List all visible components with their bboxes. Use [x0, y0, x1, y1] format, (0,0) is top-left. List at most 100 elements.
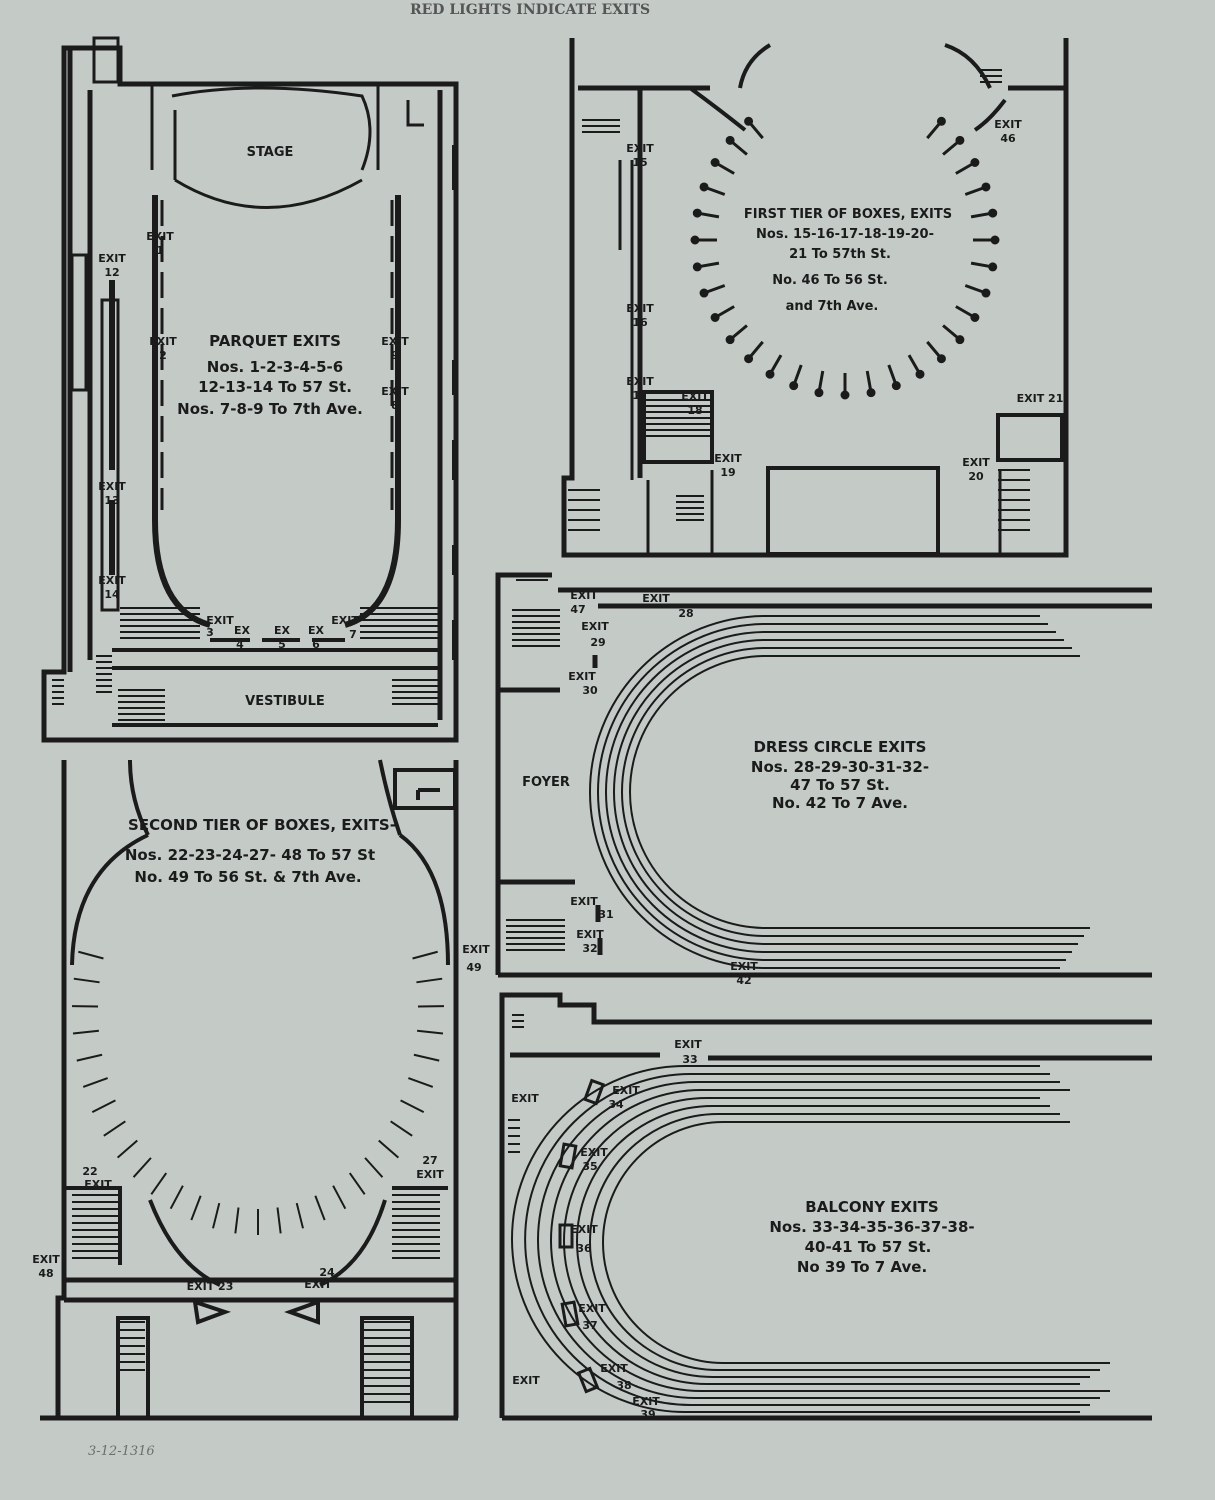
first-tier-line-1: Nos. 15-16-17-18-19-20-: [756, 227, 934, 242]
exit-number: 5: [278, 638, 286, 651]
exit-number: 3: [206, 626, 214, 639]
exit-number: 6: [312, 638, 320, 651]
exit-number: 12: [104, 266, 119, 279]
exit-label: EXIT: [576, 928, 604, 941]
exit-label: EXIT: [206, 614, 234, 627]
exit-number: 42: [736, 974, 751, 987]
exit-label: EX: [274, 624, 291, 637]
exit-number: 15: [632, 156, 647, 169]
exit-number: 22: [82, 1165, 97, 1178]
first-tier-plan: FIRST TIER OF BOXES, EXITS Nos. 15-16-17…: [561, 38, 1069, 558]
exit-label: EXIT: [612, 1084, 640, 1097]
parquet-line-1: Nos. 1-2-3-4-5-6: [207, 358, 343, 376]
exit-number: 37: [582, 1319, 597, 1332]
exit-number: 36: [576, 1242, 592, 1255]
balcony-line-2: 40-41 To 57 St.: [805, 1238, 932, 1256]
exit-label: EXIT: [568, 670, 596, 683]
exit-number: 7: [349, 628, 357, 641]
exit-label: EXIT: [84, 1178, 112, 1191]
second-tier-line-2: No. 49 To 56 St. & 7th Ave.: [134, 868, 361, 886]
balcony-line-3: No 39 To 7 Ave.: [797, 1258, 927, 1276]
exit-number: 17: [632, 389, 647, 402]
exit-label: EXIT: [304, 1278, 332, 1291]
exit-number: 34: [608, 1098, 624, 1111]
exit-label: EXIT 23: [187, 1280, 234, 1293]
exit-label: EXIT: [570, 1223, 598, 1236]
exit-number: 48: [38, 1267, 53, 1280]
first-tier-title: FIRST TIER OF BOXES, EXITS: [744, 207, 952, 222]
exit-label: EXIT: [381, 385, 409, 398]
exit-label: EXIT: [730, 960, 758, 973]
exit-label: EXIT: [632, 1395, 660, 1408]
exit-label: EXIT: [626, 302, 654, 315]
exit-label: EXIT: [98, 574, 126, 587]
exit-label: EXIT: [570, 895, 598, 908]
dress-circle-exit-labels: EXIT 47 EXIT 28 EXIT 29 EXIT 30 EXIT 31 …: [568, 589, 758, 987]
exit-number: 32: [582, 942, 597, 955]
exit-number: 30: [582, 684, 598, 697]
exit-label: EXIT: [600, 1362, 628, 1375]
exit-label: EXIT: [570, 589, 598, 602]
exit-label: EXIT: [331, 614, 359, 627]
exit-label: EXIT: [381, 335, 409, 348]
exit-number: 47: [570, 603, 585, 616]
exit-label: EXIT 21: [1017, 392, 1064, 405]
exit-number: 18: [687, 404, 702, 417]
exit-label: EXIT: [626, 375, 654, 388]
exit-number: 28: [678, 607, 693, 620]
exit-number: 29: [590, 636, 605, 649]
exit-number: 31: [598, 908, 613, 921]
exit-number: 39: [640, 1408, 655, 1421]
exit-number: 20: [968, 470, 984, 483]
exit-number: 38: [616, 1379, 631, 1392]
first-tier-line-2: 21 To 57th St.: [789, 247, 891, 262]
exit-label: EXIT: [674, 1038, 702, 1051]
header-text: RED LIGHTS INDICATE EXITS: [410, 2, 650, 18]
handwritten-note: 3-12-1316: [88, 1444, 155, 1459]
parquet-plan: STAGE VESTIBULE PARQUET EXITS Nos. 1-2-3…: [41, 36, 459, 743]
vestibule-label: VESTIBULE: [245, 694, 325, 709]
exit-label: EXIT: [578, 1302, 606, 1315]
second-tier-plan: SECOND TIER OF BOXES, EXITS- Nos. 22-23-…: [32, 759, 490, 1421]
exit-label: EXIT: [626, 142, 654, 155]
exit-number: 24: [319, 1266, 335, 1279]
exit-label: EXIT: [98, 252, 126, 265]
exit-label: EXIT: [714, 452, 742, 465]
exit-number: 19: [720, 466, 735, 479]
second-tier-line-1: Nos. 22-23-24-27- 48 To 57 St: [125, 846, 375, 864]
exit-number: 14: [104, 588, 120, 601]
exit-label: EXIT: [580, 1146, 608, 1159]
exit-label: EXIT: [681, 390, 709, 403]
exit-label: EXIT: [581, 620, 609, 633]
exit-number: 35: [582, 1160, 597, 1173]
exit-label: EXIT: [149, 335, 177, 348]
exit-label: EX: [234, 624, 251, 637]
exit-label: EXIT: [994, 118, 1022, 131]
parquet-line-2: 12-13-14 To 57 St.: [198, 378, 352, 396]
exit-number: 46: [1000, 132, 1016, 145]
exit-label: EXIT: [512, 1374, 540, 1387]
exit-label: EXIT: [642, 592, 670, 605]
dress-circle-line-3: No. 42 To 7 Ave.: [772, 794, 908, 812]
exit-number: 8: [391, 399, 399, 412]
exit-label: EXIT: [511, 1092, 539, 1105]
exit-number: 27: [422, 1154, 437, 1167]
balcony-plan: BALCONY EXITS Nos. 33-34-35-36-37-38- 40…: [499, 992, 1152, 1421]
exit-label: EXIT: [462, 943, 490, 956]
stage-label: STAGE: [247, 145, 294, 160]
exit-label: EXIT: [32, 1253, 60, 1266]
balcony-exit-labels: EXIT 33 EXIT EXIT 34 EXIT 35 EXIT 36 EXI…: [511, 1038, 702, 1421]
exit-label: EXIT: [962, 456, 990, 469]
exit-number: 1: [156, 244, 164, 257]
exit-number: 4: [236, 638, 244, 651]
foyer-label: FOYER: [522, 775, 570, 790]
exit-number: 2: [159, 349, 167, 362]
exit-number: 33: [682, 1053, 697, 1066]
exit-number: 16: [632, 316, 648, 329]
first-tier-exit-labels: EXIT 15 EXIT 16 EXIT 17 EXIT 18 EXIT 19 …: [626, 118, 1063, 483]
dress-circle-line-2: 47 To 57 St.: [790, 776, 890, 794]
dress-circle-title: DRESS CIRCLE EXITS: [753, 738, 926, 756]
exit-label: EXIT: [98, 480, 126, 493]
exit-label: EXIT: [416, 1168, 444, 1181]
